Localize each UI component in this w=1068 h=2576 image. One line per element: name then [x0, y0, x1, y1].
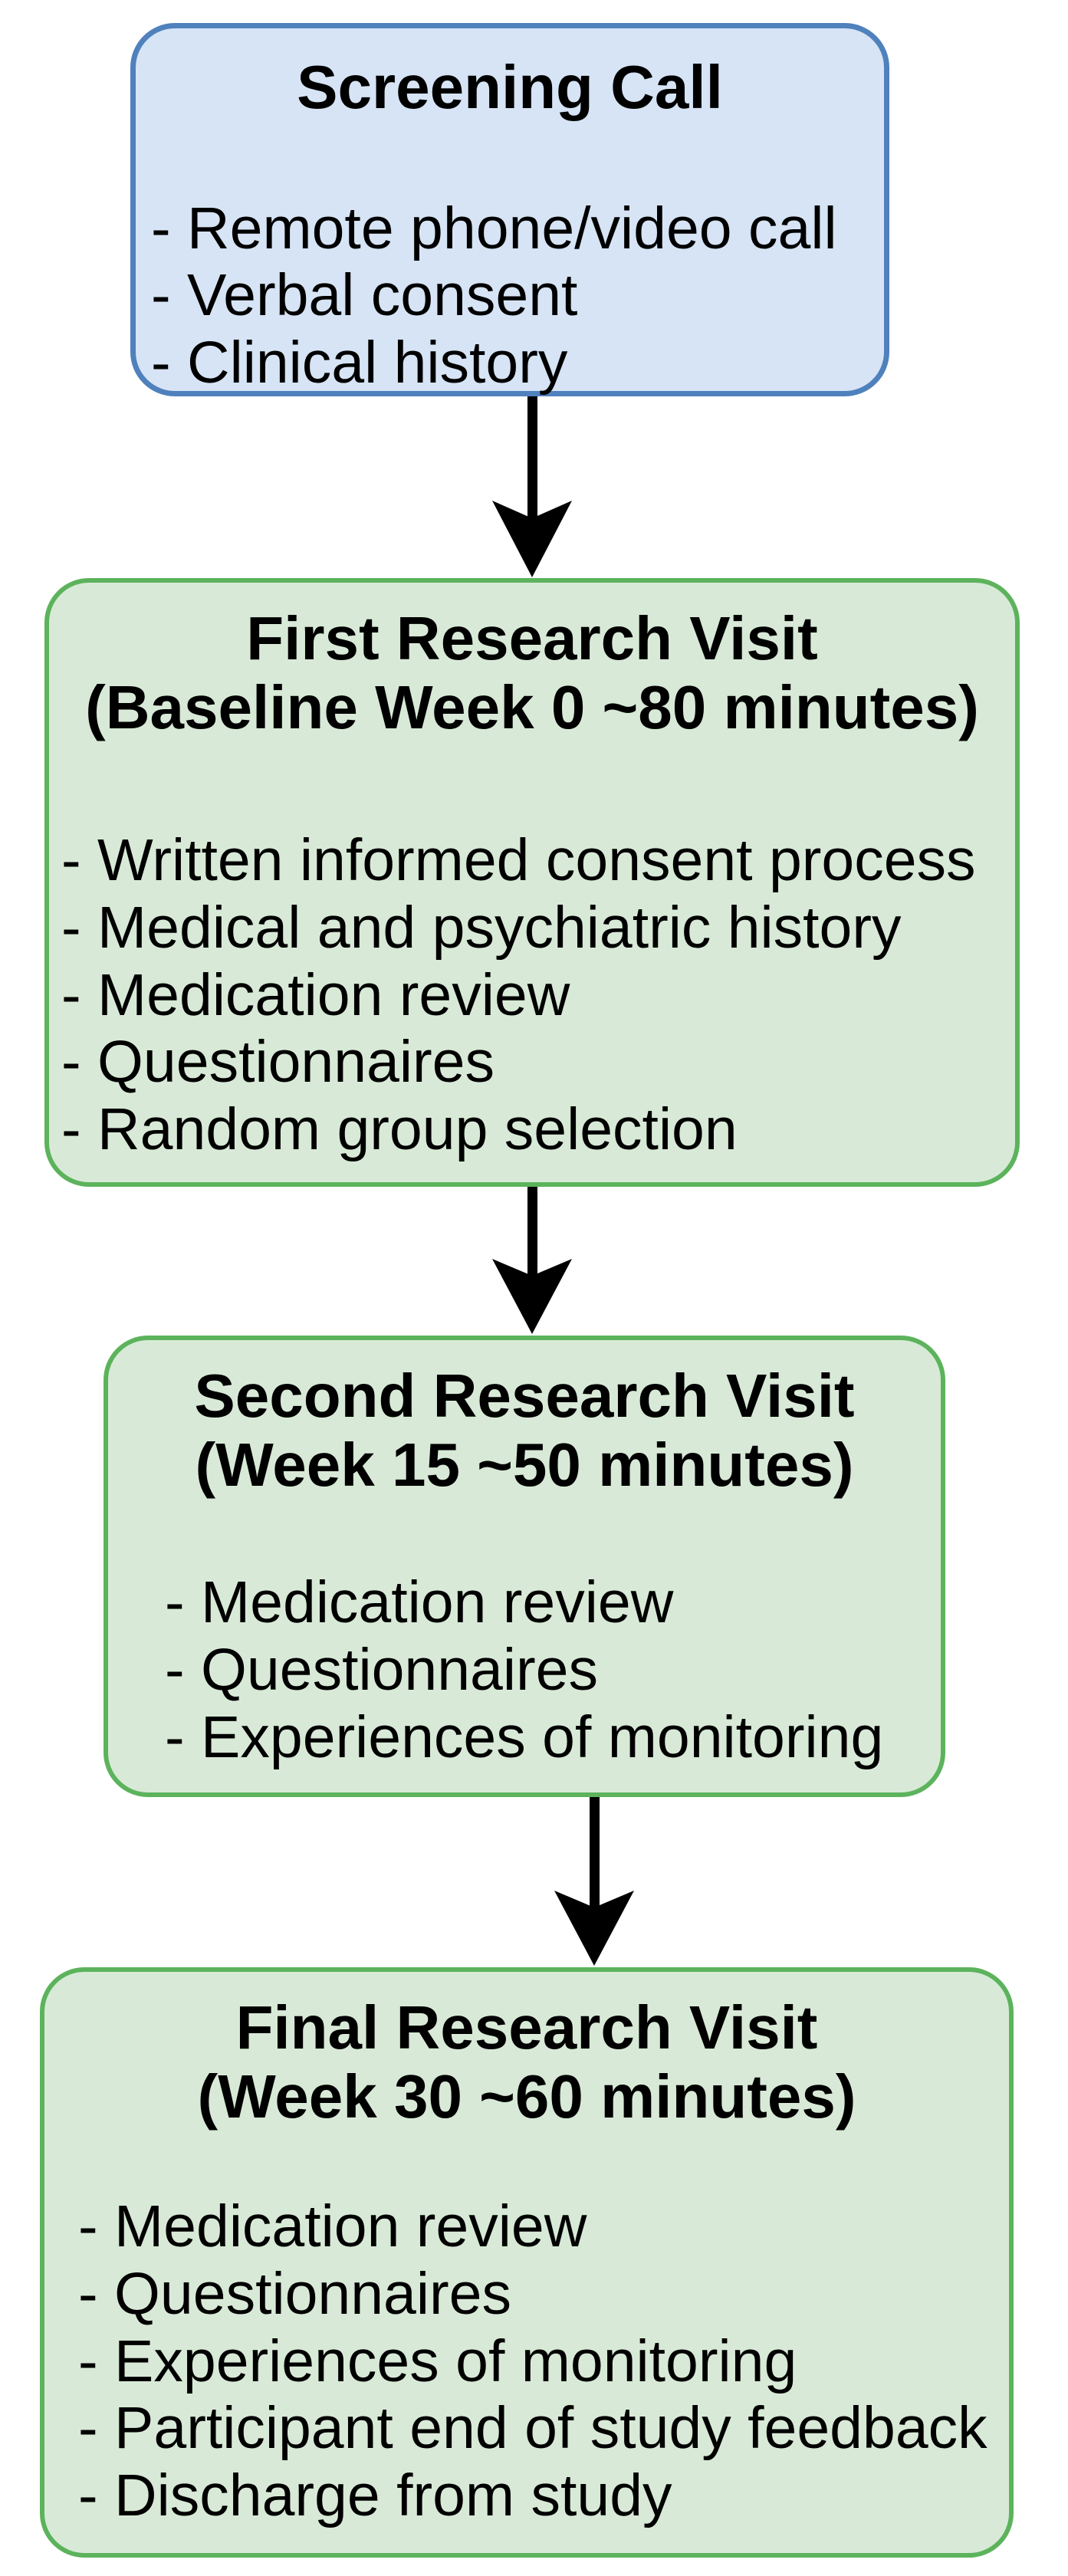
down-arrow-icon	[554, 1797, 634, 1966]
flow-box-screening-call: Screening Call - Remote phone/video call…	[130, 23, 889, 396]
flow-box-first-research-visit: First Research Visit (Baseline Week 0 ~8…	[44, 578, 1020, 1187]
down-arrow-icon	[492, 1187, 572, 1334]
box-title-line: Final Research Visit	[235, 1993, 818, 2062]
box-title-line: Second Research Visit	[194, 1362, 855, 1430]
flow-box-second-research-visit: Second Research Visit (Week 15 ~50 minut…	[104, 1336, 945, 1797]
box-title-line: Screening Call	[297, 53, 723, 121]
box-title-line: (Baseline Week 0 ~80 minutes)	[85, 672, 979, 741]
flow-box-final-research-visit: Final Research Visit (Week 30 ~60 minute…	[40, 1967, 1014, 2558]
box-title-line: (Week 30 ~60 minutes)	[197, 2062, 856, 2131]
box-title: First Research Visit (Baseline Week 0 ~8…	[49, 583, 1015, 741]
list-item: - Questionnaires	[78, 2260, 511, 2327]
list-item: - Discharge from study	[78, 2463, 672, 2529]
list-item: - Experiences of monitoring	[165, 1704, 884, 1770]
box-title: Second Research Visit (Week 15 ~50 minut…	[108, 1340, 941, 1499]
box-item-list: - Written informed consent process - Med…	[49, 827, 1015, 1164]
list-item: - Medical and psychiatric history	[61, 894, 902, 961]
list-item: - Medication review	[61, 961, 570, 1028]
down-arrow-icon	[492, 396, 572, 577]
list-item: - Questionnaires	[165, 1636, 598, 1703]
list-item: - Experiences of monitoring	[78, 2328, 797, 2394]
list-item: - Random group selection	[61, 1096, 738, 1163]
list-item: - Verbal consent	[151, 262, 578, 329]
box-item-list: - Remote phone/video call - Verbal conse…	[136, 196, 884, 397]
list-item: - Questionnaires	[61, 1029, 495, 1096]
box-title-line: (Week 15 ~50 minutes)	[195, 1430, 854, 1499]
list-item: - Medication review	[165, 1569, 674, 1636]
list-item: - Remote phone/video call	[151, 195, 837, 261]
box-item-list: - Medication review - Questionnaires - E…	[44, 2193, 1009, 2530]
box-title: Final Research Visit (Week 30 ~60 minute…	[44, 1972, 1009, 2131]
box-item-list: - Medication review - Questionnaires - E…	[108, 1569, 941, 1771]
box-title-line: First Research Visit	[246, 604, 818, 672]
list-item: - Medication review	[78, 2193, 587, 2260]
box-title: Screening Call	[136, 28, 884, 122]
list-item: - Written informed consent process	[61, 827, 976, 894]
list-item: - Clinical history	[151, 330, 568, 396]
list-item: - Participant end of study feedback	[78, 2395, 987, 2462]
